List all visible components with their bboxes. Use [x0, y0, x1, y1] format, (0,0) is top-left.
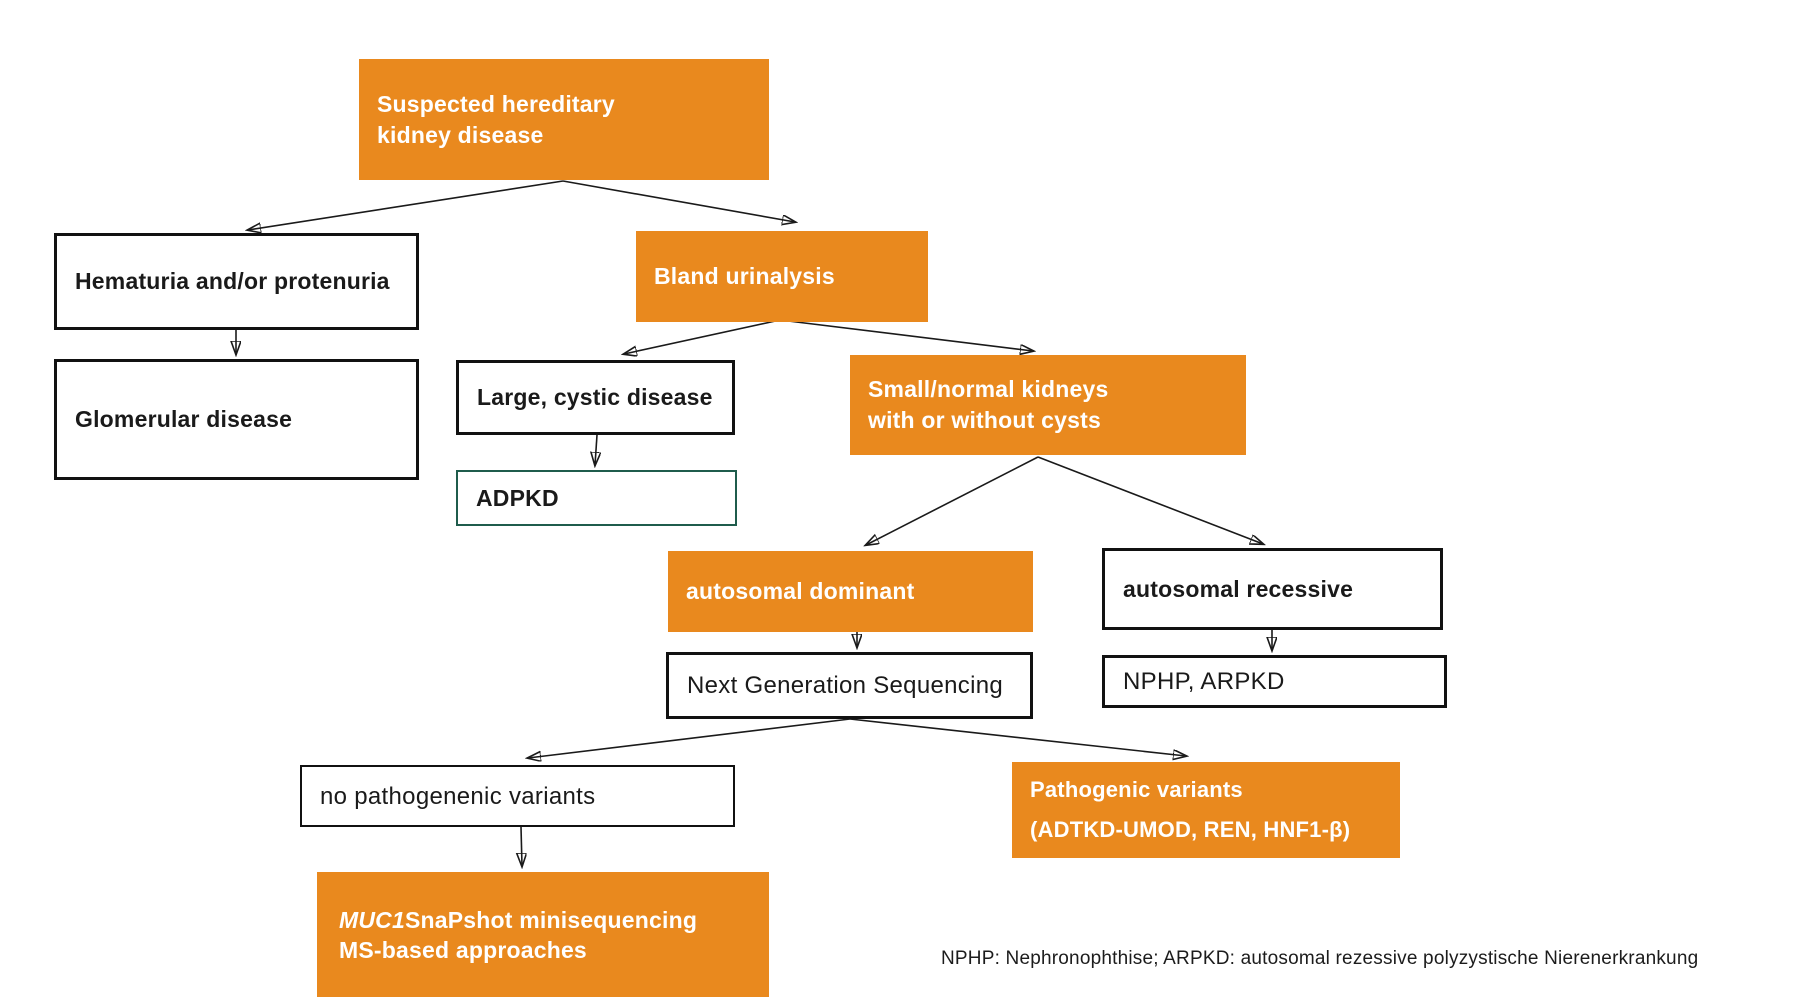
node-muc1-snapshot: MUC1SnaPshot minisequencing MS-based app…	[317, 872, 769, 997]
arrow-no-pathogenic-to-muc1	[521, 826, 522, 866]
node-autosomal-recessive: autosomal recessive	[1102, 548, 1443, 630]
node-small-normal-kidneys: Small/normal kidneys with or without cys…	[850, 355, 1246, 455]
node-nphp-arpkd: NPHP, ARPKD	[1102, 655, 1447, 708]
abbreviation-footnote: NPHP: Nephronophthise; ARPKD: autosomal …	[941, 948, 1699, 969]
arrow-suspected-to-hematuria	[248, 180, 564, 230]
pathogenic-variants-line1: Pathogenic variants	[1030, 777, 1243, 802]
muc1-line2: MS-based approaches	[339, 936, 587, 963]
node-next-generation-sequencing: Next Generation Sequencing	[666, 652, 1033, 719]
node-adpkd: ADPKD	[456, 470, 737, 526]
arrow-small-normal-to-recessive	[1037, 456, 1263, 544]
arrow-ngs-to-no-pathogenic	[528, 718, 851, 758]
pathogenic-variants-line2: (ADTKD-UMOD, REN, HNF1-β)	[1030, 817, 1351, 842]
arrow-large-cystic-to-adpkd	[595, 434, 597, 465]
node-hematuria-proteinuria: Hematuria and/or protenuria	[54, 233, 419, 330]
node-pathogenic-variants: Pathogenic variants (ADTKD-UMOD, REN, HN…	[1012, 762, 1400, 858]
node-bland-urinalysis: Bland urinalysis	[636, 231, 928, 322]
muc1-line1: MUC1SnaPshot minisequencing	[339, 905, 751, 935]
node-suspected-hereditary-kidney-disease: Suspected hereditary kidney disease	[359, 59, 769, 180]
arrow-ngs-to-pathogenic	[849, 718, 1186, 756]
node-autosomal-dominant: autosomal dominant	[668, 551, 1033, 632]
arrow-bland-to-large-cystic	[624, 319, 781, 354]
arrow-suspected-to-bland	[562, 180, 795, 222]
node-glomerular-disease: Glomerular disease	[54, 359, 419, 480]
muc1-gene-name: MUC1	[339, 906, 405, 933]
arrow-bland-to-small-normal	[779, 319, 1033, 351]
muc1-line1-rest: SnaPshot minisequencing	[404, 906, 698, 933]
node-no-pathogenic-variants: no pathogenenic variants	[300, 765, 735, 827]
arrow-small-normal-to-dominant	[866, 456, 1039, 545]
node-large-cystic-disease: Large, cystic disease	[456, 360, 735, 435]
